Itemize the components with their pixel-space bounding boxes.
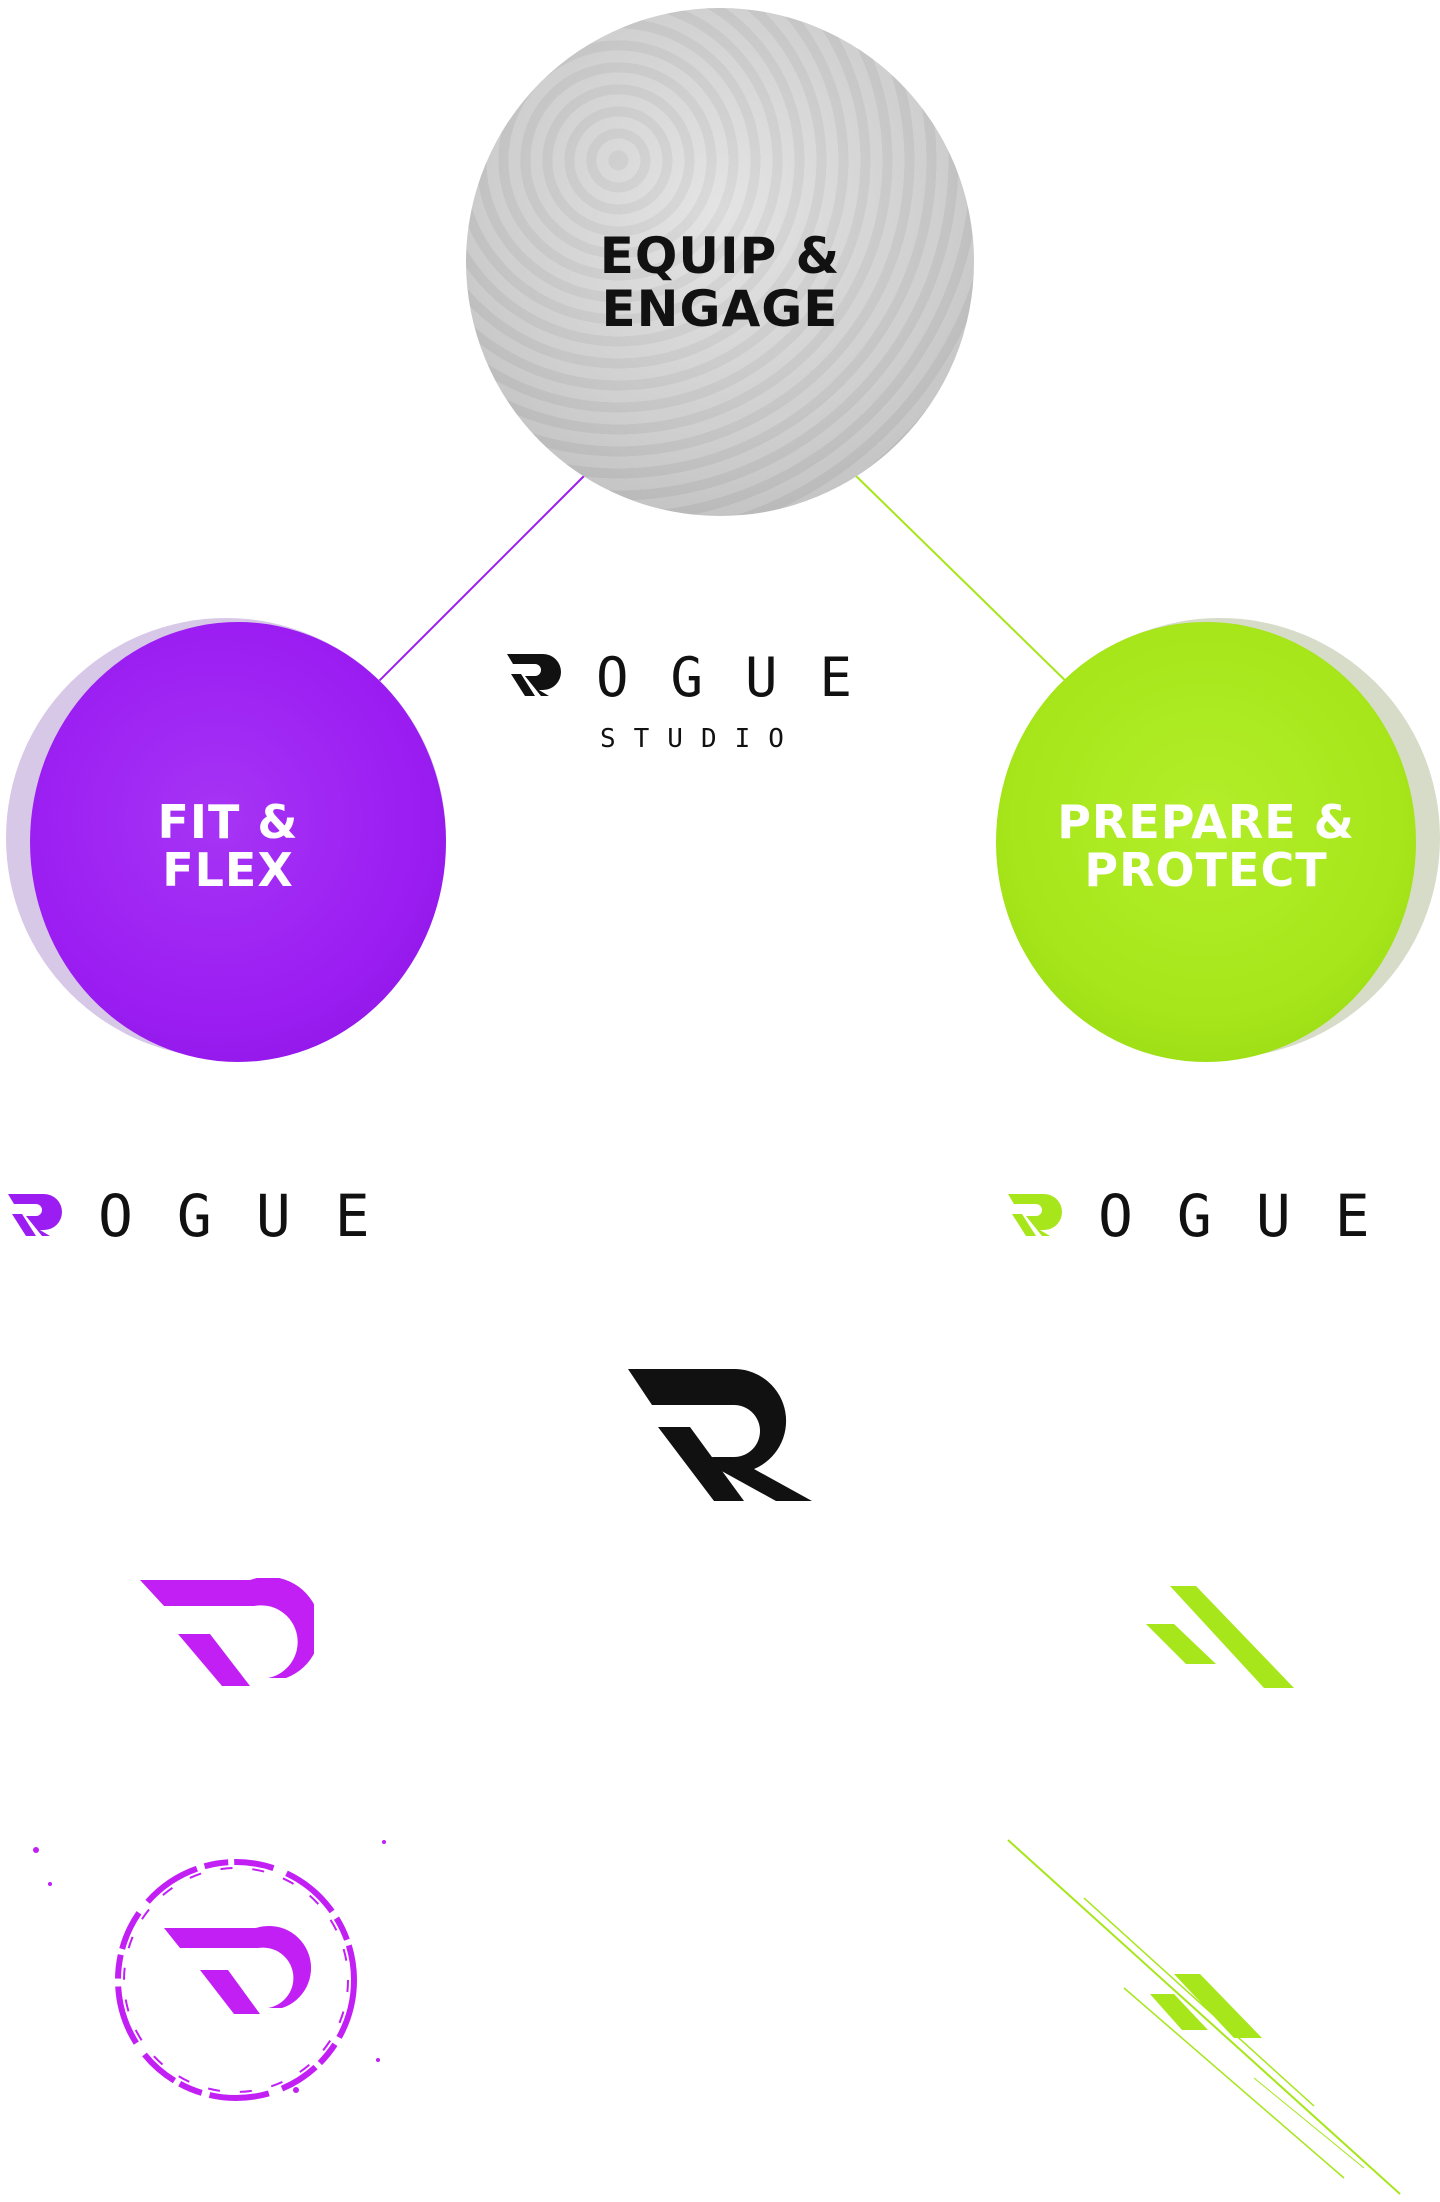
circle-fit-flex: FIT & FLEX <box>30 622 446 1062</box>
circle-prepare-protect-label: PREPARE & PROTECT <box>996 798 1416 895</box>
connector-top-right <box>854 474 1076 691</box>
circle-left-line1: FIT & <box>157 795 299 849</box>
rogue-r-glyph-center-icon <box>507 654 561 696</box>
connector-top-left <box>369 474 586 691</box>
circle-prepare-protect: PREPARE & PROTECT <box>996 622 1416 1062</box>
circle-fit-flex-label: FIT & FLEX <box>30 798 446 895</box>
circle-photo-overlay <box>466 8 974 516</box>
rogue-r-mark-purple-grunge-icon <box>33 1840 386 2101</box>
rogue-slash-mark-lime-lines-icon <box>1007 1839 1401 2195</box>
circle-top-line1: EQUIP & <box>599 227 841 285</box>
circle-right-line2: PROTECT <box>1084 843 1328 898</box>
rogue-r-glyph-purple-icon <box>8 1194 62 1236</box>
center-wordmark: OGUE <box>596 646 895 709</box>
rogue-r-mark-black-icon <box>628 1369 812 1501</box>
rogue-r-mark-purple-icon <box>140 1578 314 1686</box>
center-subtitle: STUDIO <box>600 724 802 754</box>
circle-equip-engage: EQUIP & ENGAGE <box>466 8 974 516</box>
circle-right-line1: PREPARE & <box>1057 795 1355 849</box>
circle-equip-engage-label: EQUIP & ENGAGE <box>466 230 974 335</box>
rogue-slash-mark-lime-icon <box>1146 1586 1294 1688</box>
circle-top-line2: ENGAGE <box>601 279 839 338</box>
right-wordmark: OGUE <box>1098 1182 1414 1250</box>
left-wordmark: OGUE <box>98 1182 414 1250</box>
rogue-r-glyph-lime-icon <box>1008 1194 1062 1236</box>
circle-left-line2: FLEX <box>162 843 294 898</box>
